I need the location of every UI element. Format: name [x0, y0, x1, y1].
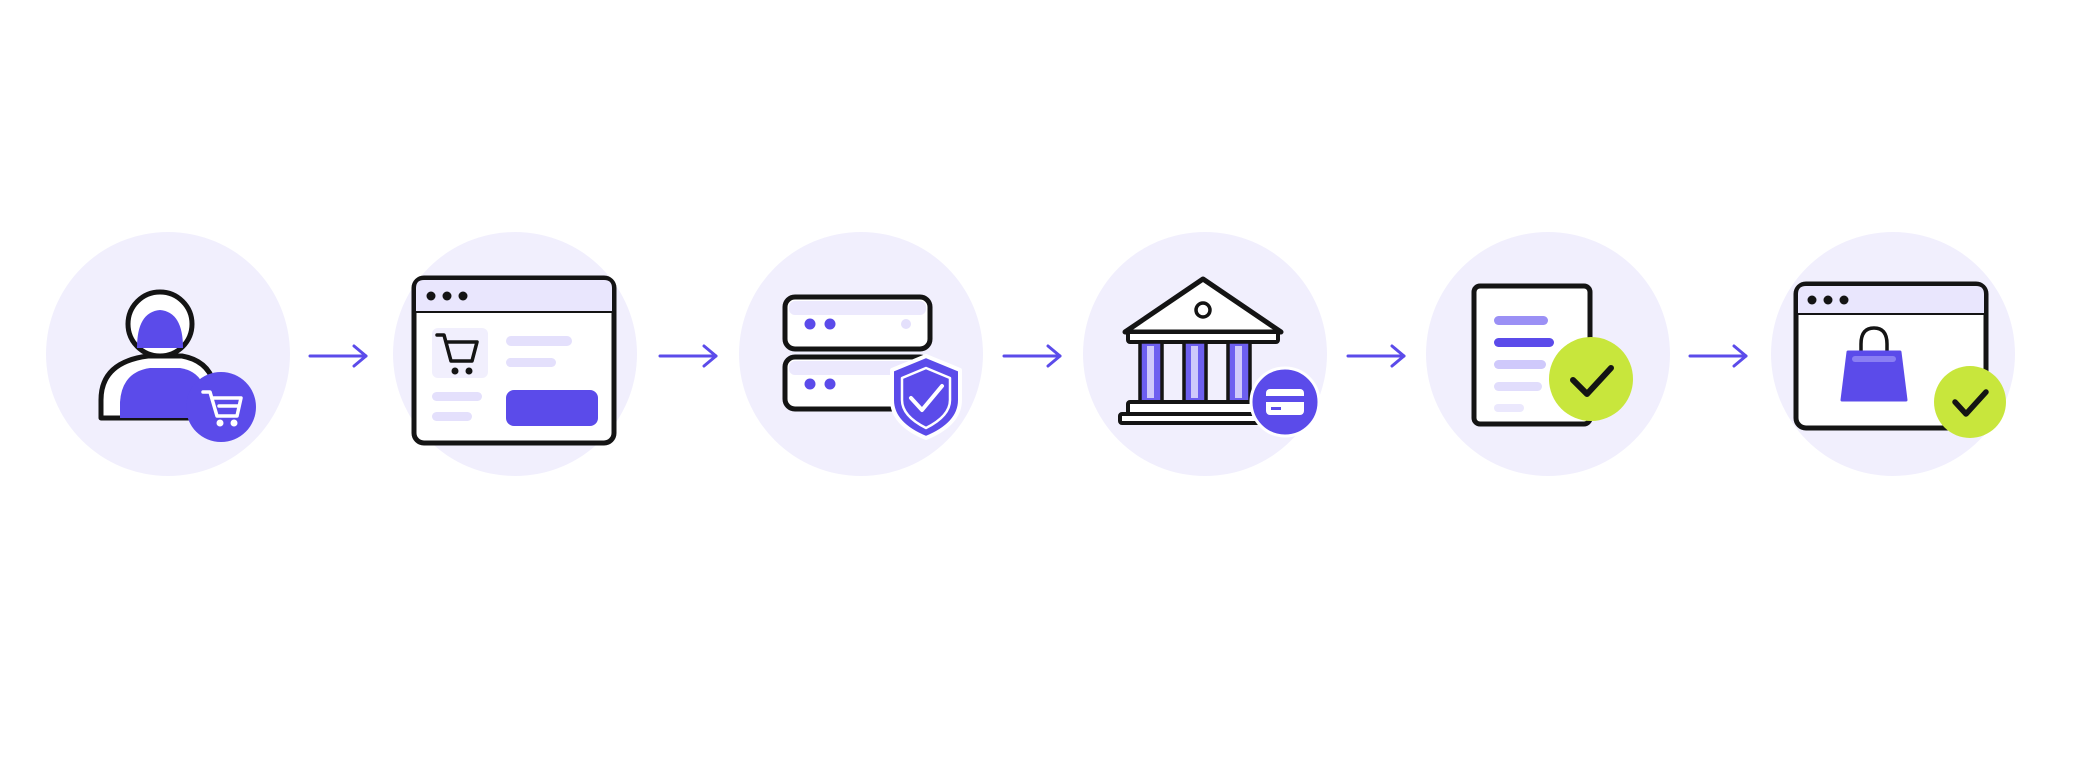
step-bank — [1083, 232, 1327, 476]
arrow-right-icon — [308, 344, 368, 368]
step-checkout — [393, 232, 637, 476]
step-approved — [1426, 232, 1670, 476]
arrow-right-icon — [658, 344, 718, 368]
step-order-confirmed — [1771, 232, 2015, 476]
customer-with-cart-icon — [98, 289, 256, 442]
secure-server-icon — [782, 294, 962, 440]
arrow-right-icon — [1002, 344, 1062, 368]
step-customer — [46, 232, 290, 476]
approved-document-icon — [1471, 283, 1633, 427]
bank-payment-icon — [1118, 276, 1321, 438]
arrow-right-icon — [1688, 344, 1748, 368]
order-confirmed-icon — [1793, 281, 2006, 438]
step-backdrop — [739, 232, 983, 476]
step-secure-server — [739, 232, 983, 476]
arrow-right-icon — [1346, 344, 1406, 368]
checkout-page-icon — [411, 275, 617, 446]
